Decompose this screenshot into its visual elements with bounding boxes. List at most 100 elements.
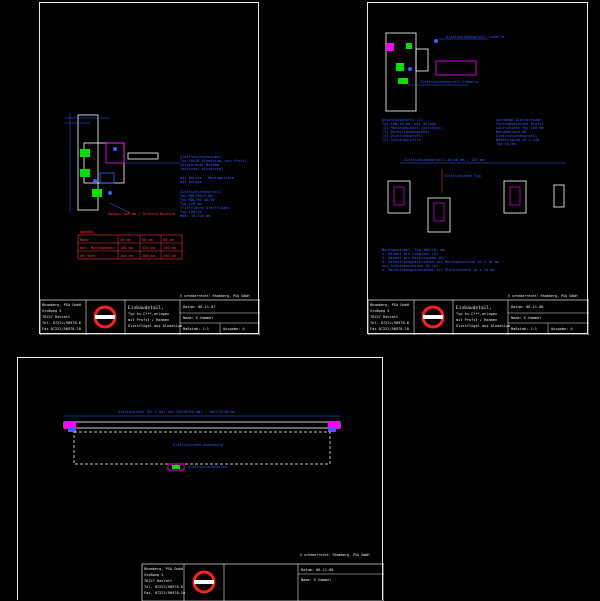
note-line: mit Anlage: [180, 180, 202, 184]
note-line: Typ 10x10 Aluminium, mit Profil: [180, 159, 247, 163]
company-tel: Tel. 07222/98978-0: [42, 321, 81, 325]
scale-field: Maßstab: 1:1: [183, 327, 209, 331]
note-line: Führungsschiene Profil: [496, 122, 544, 126]
company-logo: [192, 570, 216, 594]
detail-drawing-1: Gleitschienenwinkel Typ 10x10 Aluminium,…: [40, 113, 260, 335]
copyright-note: © urheberrecht: Rhomberg, PSA GmbH: [508, 294, 577, 298]
note-line: Befestigung 10 x 120: [496, 138, 539, 142]
edition-field: Ausgabe: A: [551, 327, 573, 331]
title-block-2: Rhomberg, PSA GmbH Stoßweg 5 76227 Rasta…: [368, 299, 589, 335]
drawing-sheet-3: Gleitschiene (Bl-C mit Gal 40/40/60 mm) …: [17, 357, 384, 601]
note-line: Verschraubt M4x8mm: [180, 163, 219, 167]
title-line: Typ ks-C***,anlagen: [456, 312, 497, 316]
table-cell: Maße: [80, 238, 89, 242]
note-line: Typ 120/10: [180, 210, 202, 214]
note-line: mit Bürste - Montagelinie: [180, 176, 234, 180]
note-line: Laufschiene Typ 100 mm: [496, 126, 544, 130]
note-line: 2. Winkel mit Befestigung (B): [382, 256, 445, 260]
company-city: 76227 Rastatt: [144, 579, 172, 583]
title-block-1: Rhomberg, PSA GmbH Stoßweg 5 76227 Rasta…: [40, 299, 260, 335]
note-line: (2) Montagewinkel (optional): [382, 126, 443, 130]
note-line: Gleitschienenwinkel: [180, 155, 221, 159]
company-fax: Fax 07222/98978-10: [370, 327, 409, 331]
company-tel: Tel. 07222/98978-0: [144, 585, 183, 589]
section-drawing-2: Gleitschienenprofil 40/40 mm / 120 mm Gl…: [387, 158, 566, 233]
table-cell: 80 mm: [163, 238, 174, 242]
date-field: Datum: 06-11-08: [511, 305, 543, 309]
copyright-note: © urheberrecht: Rhomberg, PSA GmbH: [300, 553, 369, 557]
note-line: Typ MDL/90 40/40: [180, 198, 215, 202]
company-name: Rhomberg, PSA GmbH: [144, 567, 183, 571]
table-cell: 60 mm: [142, 238, 153, 242]
note-line: 1. Winkel mit Langloch (A): [382, 252, 438, 256]
rail-section: Gleitschiene (Bl-C mit Gal 40/40/60 mm) …: [63, 410, 341, 471]
note-line: Wandabstand 40: [496, 130, 526, 134]
detail-drawing-2: Gleitschienenprofil Lamelle Gleitschiene…: [368, 32, 589, 335]
bottom-label: Gleitschienenmitte: [188, 465, 227, 469]
title-block-3: Rhomberg, PSA GmbH Stoßweg 5 76227 Rasta…: [141, 563, 384, 601]
notes-right-2: Aufnahme Gleitschiene Führungsschiene Pr…: [496, 118, 544, 146]
title-line: Gleitflügel aus Aluminium: [128, 324, 182, 328]
table-cell: AK Höhe: [80, 254, 95, 258]
table-cell: 140 mm: [163, 246, 176, 250]
note-line: Typ 10 mm: [496, 142, 515, 146]
note-line: Montagewinkel, Typ 100/10, mm: [382, 248, 445, 252]
title-line: mit Profil / Rahmen: [128, 318, 169, 322]
note-line: (3) Befestigungswinkel: [382, 130, 430, 134]
section-label: Gleitschienen-Typ: [444, 174, 481, 178]
detail-drawing-3: Gleitschiene (Bl-C mit Gal 40/40/60 mm) …: [63, 410, 384, 601]
center-label: Gleitschienen-Abdeckung: [173, 443, 223, 447]
date-field: Datum: 06-11-07: [183, 305, 215, 309]
table-title: Abmaße: [80, 230, 93, 234]
notes-bottom-2: Montagewinkel, Typ 100/10, mm 1. Winkel …: [382, 248, 499, 272]
company-city: 76227 Rastatt: [42, 315, 70, 319]
note-line: (5) Schraubprofile: [382, 138, 421, 142]
profile-section: [65, 113, 180, 214]
title-line: Einbaudetail,: [456, 305, 492, 311]
table-cell: 200 mm: [163, 254, 176, 258]
date-field: Datum: 06-11-08: [301, 568, 333, 572]
dimension-top: Gleitschiene (Bl-C mit Gal 40/40/60 mm) …: [118, 410, 235, 414]
note-line: 3. Befestigungsschrauben zur Montageschi…: [382, 260, 499, 264]
dimension-label-red: Rohbau 100 mm / Öffnung Bereich: [108, 211, 175, 216]
title-line: Einbaudetail,: [128, 305, 164, 311]
company-tel: Tel. 07222/98978-0: [370, 321, 409, 325]
title-line: Gleitflügel aus Aluminium: [456, 324, 510, 328]
scale-field: Maßstab: 1:1: [511, 327, 537, 331]
table-cell: 120 mm: [142, 246, 155, 250]
table-cell: 100 mm: [120, 246, 133, 250]
notes-blue-1: Gleitschienenwinkel Typ 10x10 Aluminium,…: [180, 155, 247, 218]
title-line: Typ ks-C***,anlagen: [128, 312, 169, 316]
company-city: 76227 Rastatt: [370, 315, 398, 319]
note-line: Typ MDL/90/9 mm: [180, 194, 212, 198]
dimension-table: Abmaße Maße 40 mm 60 mm 80 mm max. Monta…: [77, 230, 183, 260]
note-line: (optional einsetzen): [180, 167, 223, 171]
company-fax: Fax. 07222/98978-10: [144, 591, 185, 595]
label-top: Gleitschienenprofil Lamelle: [446, 35, 504, 39]
note-line: Typ 120 mm: [180, 202, 202, 206]
name-field: Name: E.Hammel: [301, 578, 331, 582]
company-fax: Fax 07222/98978-10: [42, 327, 81, 331]
company-street: Stoßweg 5: [370, 309, 389, 313]
copyright-note: © urheberrecht: Rhomberg, PSA GmbH: [180, 294, 249, 298]
label-mid: Gleitschienenprofil Lamelle: [420, 80, 478, 84]
edition-field: Ausgabe: A: [223, 327, 245, 331]
title-line: mit Profil / Rahmen: [456, 318, 497, 322]
table-cell: 40 mm: [120, 238, 131, 242]
drawing-sheet-1: Gleitschienenwinkel Typ 10x10 Aluminium,…: [39, 2, 260, 335]
table-cell: max. Montagehöhe: [80, 246, 115, 250]
company-name: Rhomberg, PSA GmbH: [42, 303, 81, 307]
name-field: Name: E.Hammel: [511, 316, 541, 320]
note-line: (4) Dichtungsprofil: [382, 134, 423, 138]
company-name: Rhomberg, PSA GmbH: [370, 303, 409, 307]
note-line: Aufnahme Gleitschiene: [496, 118, 541, 122]
company-logo: [93, 305, 117, 329]
table-cell: 160 mm: [120, 254, 133, 258]
company-street: Stoßweg 5: [42, 309, 61, 313]
note-line: Typ 100/10 mm, mit Anlage: [382, 122, 436, 126]
table-cell: 180 mm: [142, 254, 155, 258]
dimension-top: Gleitschienenprofil 40/40 mm / 120 mm: [404, 158, 484, 162]
company-logo: [421, 305, 445, 329]
company-street: Stoßweg 5: [144, 573, 163, 577]
note-line: Gleitschienenprofil: [496, 134, 537, 138]
